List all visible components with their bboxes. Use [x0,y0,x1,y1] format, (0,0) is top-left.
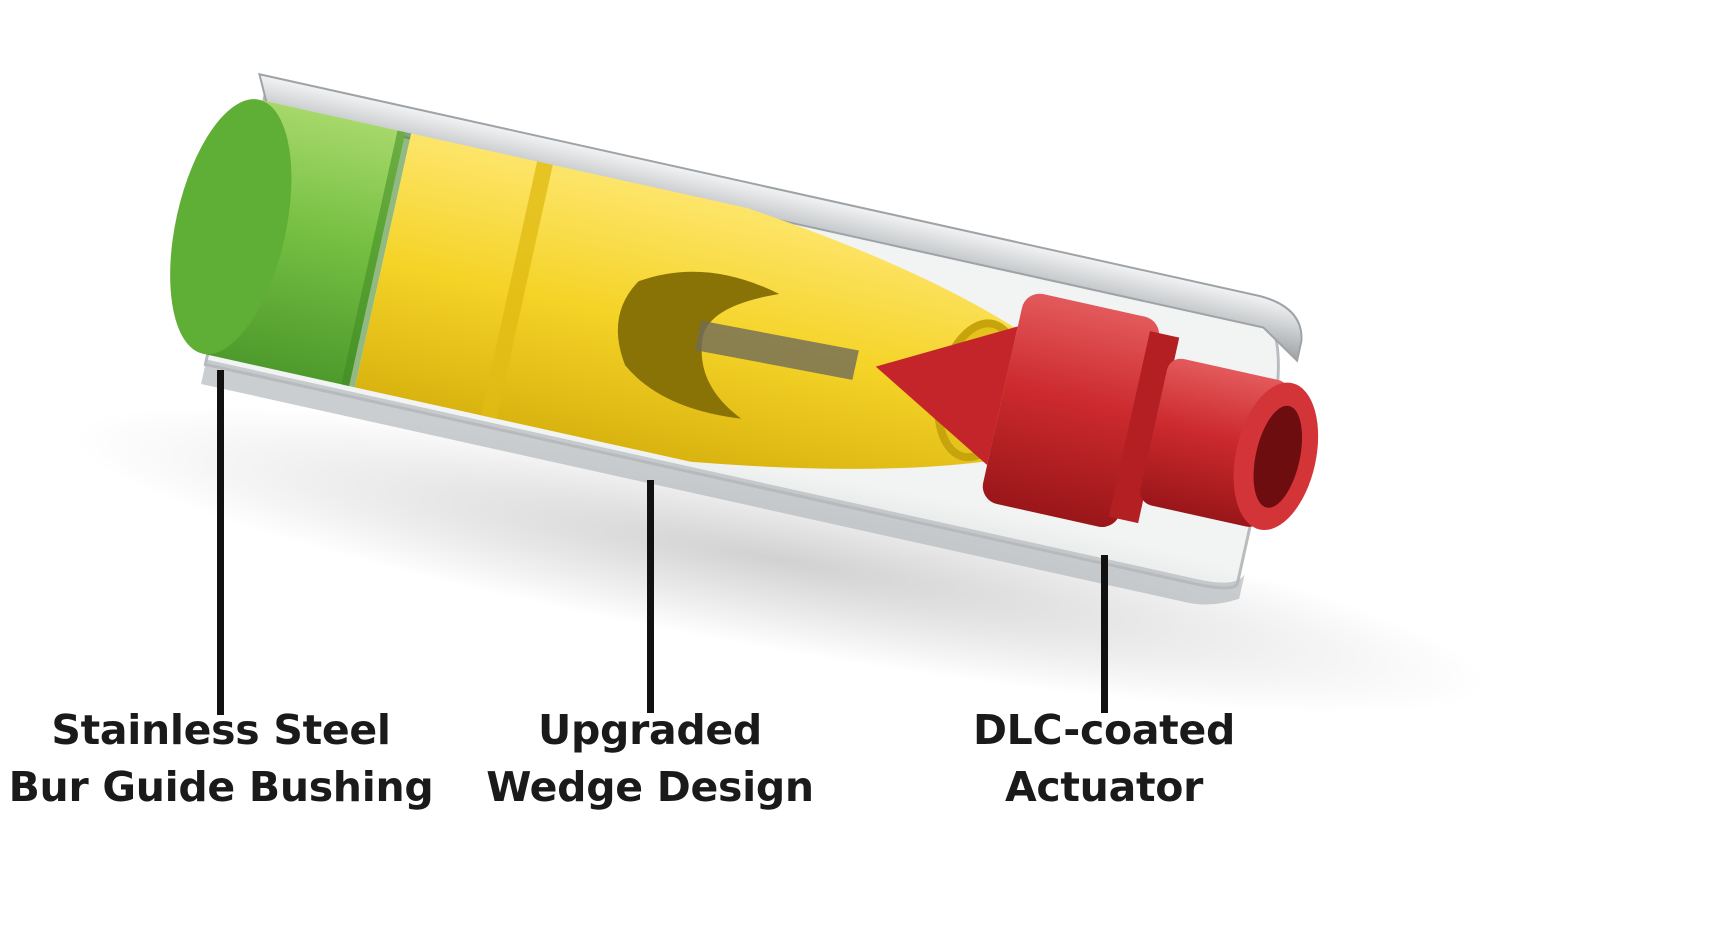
wedge-label-line-1: Upgraded [538,706,762,754]
actuator-collar [1108,331,1180,524]
wedge-label: Upgraded Wedge Design [370,702,930,816]
bushing-label-line-1: Stainless Steel [51,706,391,754]
sleeve-top-edge [258,72,1303,363]
bushing-ring [341,130,412,388]
actuator-cone [875,326,1018,466]
actuator-bore [1253,405,1303,508]
actuator-label-line-1: DLC-coated [972,706,1236,754]
ground-shadow [70,406,1490,714]
actuator-leader-line [1101,555,1108,713]
actuator-label-line-2: Actuator [1004,763,1204,811]
wedge-leader-line [647,480,654,713]
sleeve-bottom-edge [201,359,1245,605]
wedge-label-line-2: Wedge Design [486,763,814,811]
bushing-leader-line [217,370,224,715]
actuator-body [982,293,1160,527]
wedge-slot-inner [695,320,859,380]
bushing-label-line-2: Bur Guide Bushing [8,763,434,811]
device-body [170,72,1319,605]
bushing-label: Stainless Steel Bur Guide Bushing [0,702,501,816]
actuator-label: DLC-coated Actuator [824,702,1384,816]
wedge-groove [480,161,553,419]
bushing-end-face [170,99,292,355]
